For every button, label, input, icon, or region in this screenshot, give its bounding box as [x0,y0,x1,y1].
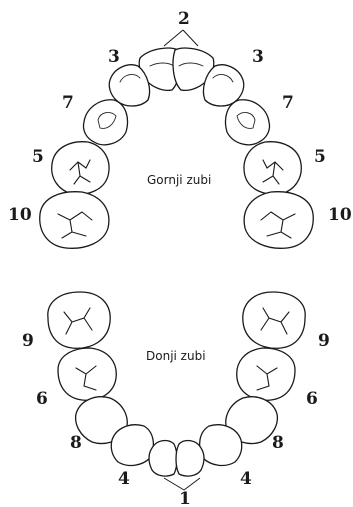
upper-number-right-premolar: 5 [314,147,326,167]
upper-number-left-molar: 10 [8,205,32,225]
upper-tooth-lateral-right [202,64,245,107]
lower-center-pointer [163,477,201,491]
upper-jaw-label: Gornji zubi [147,173,211,187]
upper-number-center: 2 [178,9,190,29]
lower-number-right-premolar: 6 [306,389,318,409]
lower-number-left-lateral: 4 [118,469,130,489]
lower-number-right-molar: 9 [318,331,330,351]
lower-tooth-central-right [175,439,205,477]
lower-number-left-premolar: 6 [36,389,48,409]
upper-tooth-canine-left [82,99,129,146]
upper-number-left-premolar: 5 [32,147,44,167]
lower-number-left-molar: 9 [22,331,34,351]
lower-jaw-label: Donji zubi [146,349,206,363]
upper-tooth-molar-left [39,191,110,249]
lower-number-center: 1 [179,489,191,507]
upper-tooth-canine-right [224,99,271,146]
lower-tooth-lateral-left [110,424,155,467]
upper-tooth-molar-right [243,191,314,249]
upper-number-right-molar: 10 [328,205,352,225]
upper-jaw: Gornji zubi 2 3 3 7 7 5 5 10 10 [8,9,352,249]
lower-tooth-lateral-right [198,424,243,467]
upper-tooth-lateral-left [108,64,151,107]
lower-tooth-molar-left [47,291,111,349]
upper-center-pointer [163,29,199,47]
upper-number-right-lateral: 3 [252,47,264,67]
lower-tooth-central-left [148,439,178,477]
lower-number-left-canine: 8 [70,433,82,453]
upper-tooth-premolar-left [51,141,110,196]
lower-jaw: Donji zubi 9 9 6 6 8 8 4 4 1 [22,291,330,507]
upper-number-left-canine: 7 [62,93,74,113]
upper-number-right-canine: 7 [282,93,294,113]
lower-tooth-premolar-left [57,347,117,401]
upper-number-left-lateral: 3 [108,47,120,67]
lower-number-right-canine: 8 [272,433,284,453]
lower-number-right-lateral: 4 [240,469,252,489]
upper-tooth-premolar-right [243,141,302,196]
lower-tooth-molar-right [242,291,306,349]
lower-tooth-premolar-right [236,347,296,401]
